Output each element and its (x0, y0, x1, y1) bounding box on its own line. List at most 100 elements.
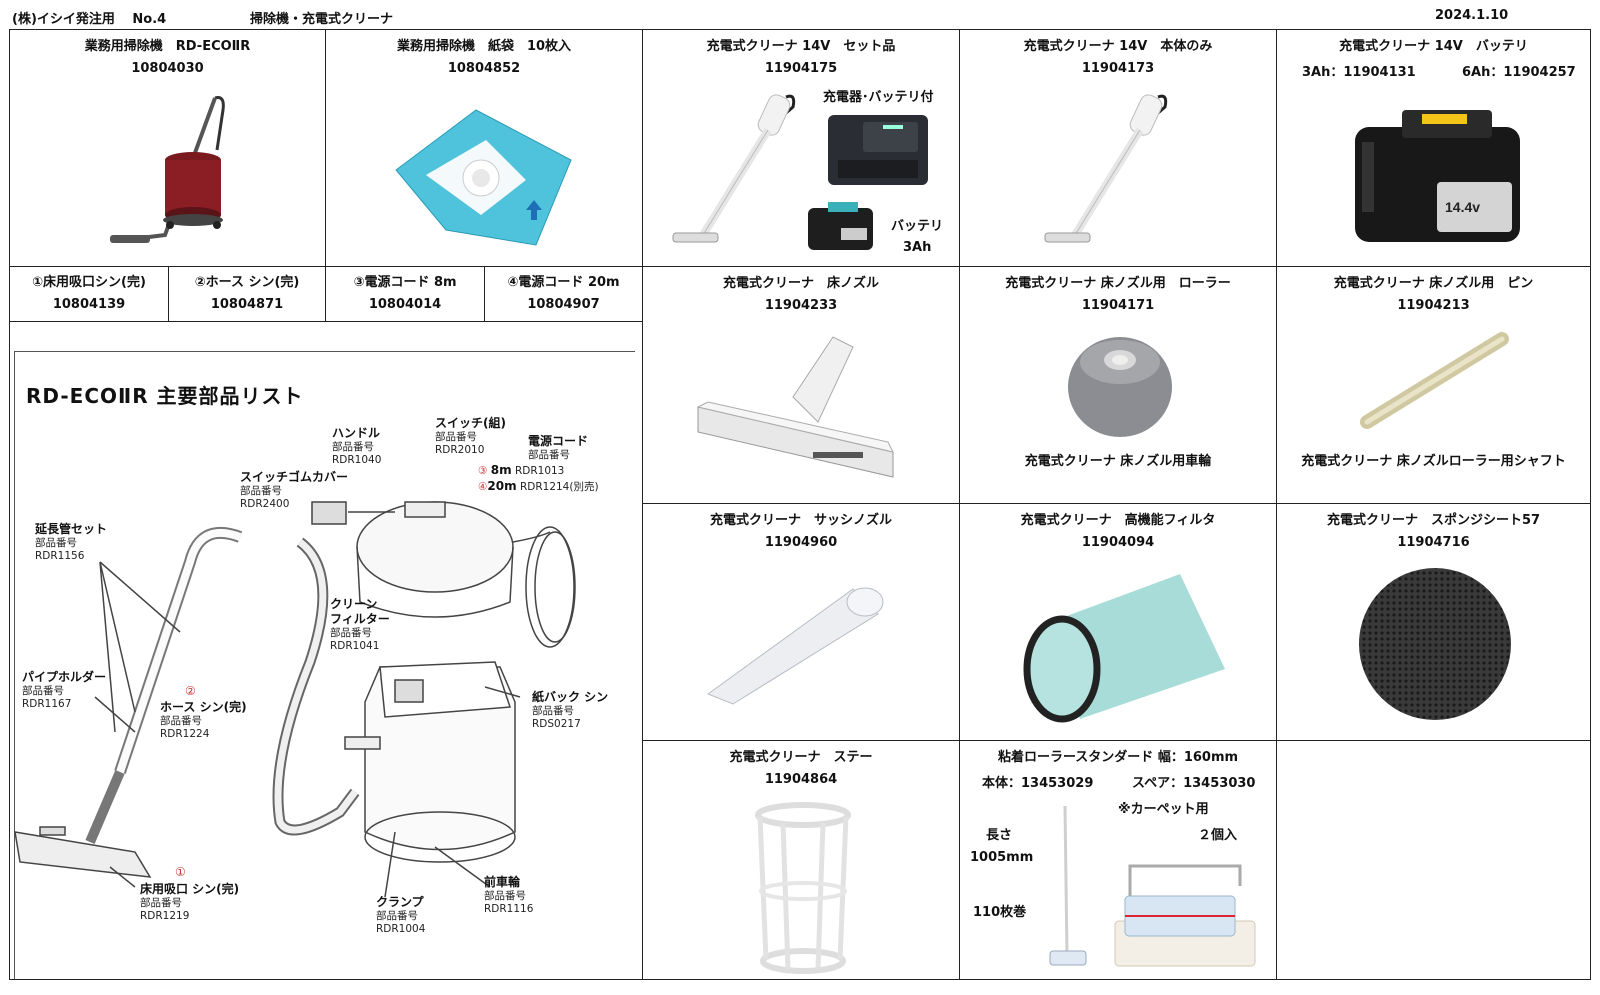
product-title: 充電式クリーナ 14V 本体のみ (1023, 39, 1213, 54)
vacuum-exploded-diagram (14, 501, 576, 898)
shaft-pin-image (1360, 332, 1509, 429)
small-part-cord-8m: ③電源コード 8m 10804014 (325, 266, 485, 322)
roller-note-length: 長さ (986, 828, 1013, 843)
lint-roller-spare-image (1114, 864, 1256, 967)
header-left: (株)イシイ発注用 No.4 (12, 12, 167, 27)
battery-code-6ah: 6Ah：11904257 (1462, 65, 1576, 80)
product-cell-cleaner-body: 充電式クリーナ 14V 本体のみ 11904173 (959, 29, 1277, 267)
product-code: 11904716 (1397, 535, 1470, 550)
header-category: 掃除機・充電式クリーナ (250, 12, 394, 27)
product-code: 10804852 (447, 61, 521, 76)
charger-image (828, 115, 928, 185)
roller-code-spare: スペア：13453030 (1132, 776, 1256, 791)
roller-note-qty: ２個入 (1198, 828, 1238, 843)
product-cell-paper-bag: 業務用掃除機 紙袋 10枚入 10804852 (325, 29, 643, 267)
product-cell-cleaner-set: 充電式クリーナ 14V セット品 11904175 充電器･バッテリ付 バッテリ… (642, 29, 960, 267)
product-title: 充電式クリーナ スポンジシート57 (1326, 513, 1541, 528)
lint-roller-stick-image (1049, 805, 1087, 966)
small-part-code: 10804871 (210, 297, 284, 312)
filter-image (1023, 574, 1225, 723)
roller-note-carpet: ※カーペット用 (1118, 802, 1209, 817)
product-title: 業務用掃除機 RD-ECOⅡR (84, 39, 251, 54)
set-note-charger: 充電器･バッテリ付 (823, 90, 934, 105)
product-title: 充電式クリーナ ステー (729, 750, 873, 765)
product-title: 業務用掃除機 紙袋 10枚入 (396, 39, 572, 54)
small-part-code: 10804907 (527, 297, 600, 312)
product-caption: 充電式クリーナ 床ノズル用車輪 (1024, 454, 1212, 469)
battery-small-image (808, 202, 873, 250)
set-note-capacity: 3Ah (903, 240, 932, 255)
diagram-container: RD-ECOⅡR 主要部品リスト (9, 321, 643, 980)
product-cell-battery: 充電式クリーナ 14V バッテリ 3Ah：11904131 6Ah：119042… (1276, 29, 1591, 267)
circle-number-1: ① (175, 865, 186, 879)
part-label-cord-8m: ③ 8m RDR1013 (478, 463, 565, 477)
small-part-title: ③電源コード 8m (353, 275, 457, 290)
product-cell-crevice-nozzle: 充電式クリーナ サッシノズル 11904960 (642, 503, 960, 741)
canister-vacuum-image (110, 96, 225, 243)
battery-code-3ah: 3Ah：11904131 (1302, 65, 1416, 80)
set-note-battery: バッテリ (891, 219, 944, 234)
product-cell-lint-roller: 粘着ローラースタンダード 幅：160mm 本体：13453029 スペア：134… (959, 740, 1277, 980)
roller-note-length-value: 1005mm (970, 850, 1034, 865)
product-title: 充電式クリーナ 床ノズル用 ローラー (1005, 276, 1231, 291)
small-part-nozzle: ①床用吸口シン(完) 10804139 (9, 266, 169, 322)
product-title: 充電式クリーナ 14V バッテリ (1339, 39, 1528, 54)
roller-wheel-image (1068, 337, 1172, 437)
product-cell-floor-nozzle: 充電式クリーナ 床ノズル 11904233 (642, 266, 960, 504)
small-part-cord-20m: ④電源コード 20m 10804907 (484, 266, 643, 322)
product-title: 充電式クリーナ 高機能フィルタ (1020, 513, 1216, 528)
small-part-hose: ②ホース シン(完) 10804871 (168, 266, 326, 322)
product-caption: 充電式クリーナ 床ノズルローラー用シャフト (1301, 454, 1566, 469)
stick-cleaner-image (1044, 94, 1168, 243)
diagram-frame (14, 351, 635, 979)
product-title: 粘着ローラースタンダード 幅：160mm (997, 750, 1239, 765)
circle-number-2: ② (185, 684, 196, 698)
product-cell-roller: 充電式クリーナ 床ノズル用 ローラー 11904171 充電式クリーナ 床ノズル… (959, 266, 1277, 504)
svg-text:14.4v: 14.4v (1445, 199, 1480, 215)
floor-nozzle-image (696, 336, 894, 478)
diagram-title: RD-ECOⅡR 主要部品リスト (26, 384, 304, 408)
stay-cage-image (755, 802, 851, 974)
product-code: 11904233 (764, 298, 838, 313)
product-title: 充電式クリーナ サッシノズル (709, 513, 892, 528)
product-code: 11904960 (764, 535, 838, 550)
product-title: 充電式クリーナ 床ノズル用 ピン (1333, 276, 1534, 291)
product-cell-filter: 充電式クリーナ 高機能フィルタ 11904094 (959, 503, 1277, 741)
product-cell-pin: 充電式クリーナ 床ノズル用 ピン 11904213 充電式クリーナ 床ノズルロー… (1276, 266, 1591, 504)
product-code: 11904213 (1397, 298, 1470, 313)
paper-bag-image (395, 109, 572, 246)
product-cell-sponge: 充電式クリーナ スポンジシート57 11904716 (1276, 503, 1591, 741)
product-code: 11904171 (1081, 298, 1155, 313)
roller-note-roll: 110枚巻 (973, 905, 1027, 920)
battery-image: 14.4v (1355, 110, 1520, 242)
small-part-title: ②ホース シン(完) (194, 275, 300, 290)
product-cell-stay: 充電式クリーナ ステー 11904864 (642, 740, 960, 980)
product-code: 11904864 (764, 772, 838, 787)
header-date: 2024.1.10 (1435, 8, 1509, 23)
product-title: 充電式クリーナ 床ノズル (722, 276, 879, 291)
sponge-sheet-image (1359, 568, 1511, 720)
part-label-cord-20m: ④20m RDR1214(別売) (478, 479, 599, 493)
stick-cleaner-image (672, 94, 796, 243)
product-code: 11904175 (764, 61, 838, 76)
product-code: 10804030 (131, 61, 204, 76)
small-part-code: 10804014 (368, 297, 442, 312)
product-title: 充電式クリーナ 14V セット品 (706, 39, 896, 54)
product-cell-vacuum: 業務用掃除機 RD-ECOⅡR 10804030 (9, 29, 326, 267)
small-part-title: ④電源コード 20m (507, 275, 620, 290)
roller-code-body: 本体：13453029 (982, 776, 1094, 791)
small-part-title: ①床用吸口シン(完) (32, 275, 146, 290)
crevice-nozzle-image (706, 587, 884, 705)
product-code: 11904094 (1081, 535, 1155, 550)
small-part-code: 10804139 (52, 297, 126, 312)
